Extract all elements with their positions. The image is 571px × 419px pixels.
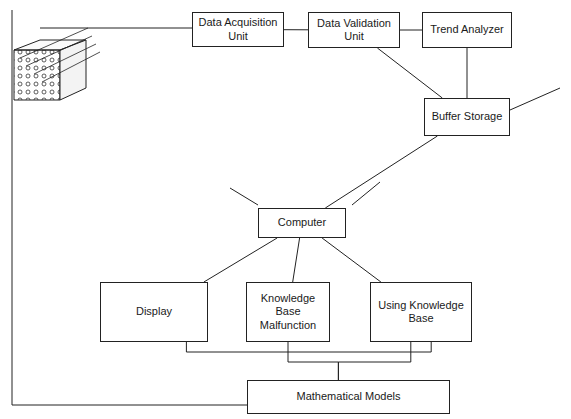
process-box: Knowledge Base Malfunction [246,282,330,342]
connector-line [322,238,381,282]
process-box: Buffer Storage [424,98,510,136]
connector [338,342,410,380]
process-box: Using Knowledge Base [370,282,472,342]
connector [293,238,300,282]
connector-line [400,30,422,31]
connector [400,30,422,31]
connector-line [204,238,277,282]
connector [467,48,468,98]
connector [186,342,431,352]
connector-line [325,136,437,208]
connector [288,342,338,380]
frame-line [12,10,13,405]
process-box: Data Acquisition Unit [192,12,284,47]
box-label: Computer [278,216,326,229]
box-label: Mathematical Models [297,390,401,403]
connector [322,238,381,282]
box-label: Data Validation Unit [314,17,394,43]
box-label: Trend Analyzer [430,23,504,36]
connector-line [186,342,431,352]
connector-line [338,342,410,380]
stray-stroke [510,88,560,110]
stray-stroke [230,188,258,205]
box-label: Display [136,305,172,318]
connector [204,238,277,282]
connector-line [284,29,308,30]
box-label: Buffer Storage [432,110,503,123]
connector [284,29,308,30]
process-box: Data Validation Unit [308,12,400,48]
box-label: Data Acquisition Unit [198,16,278,42]
connector [377,48,442,98]
process-box: Mathematical Models [247,380,450,414]
connector-line [293,238,300,282]
frame-line [12,405,247,406]
connector [325,136,437,208]
box-label: Using Knowledge Base [376,299,466,325]
wire [42,52,100,82]
connector-line [377,48,442,98]
process-box: Display [100,282,208,342]
box-label: Knowledge Base Malfunction [252,292,324,332]
signal-line [40,28,192,29]
process-box: Trend Analyzer [422,12,512,48]
process-box: Computer [258,208,346,238]
connector-line [288,342,338,380]
stray-stroke [352,182,380,205]
connector-line [467,48,468,98]
